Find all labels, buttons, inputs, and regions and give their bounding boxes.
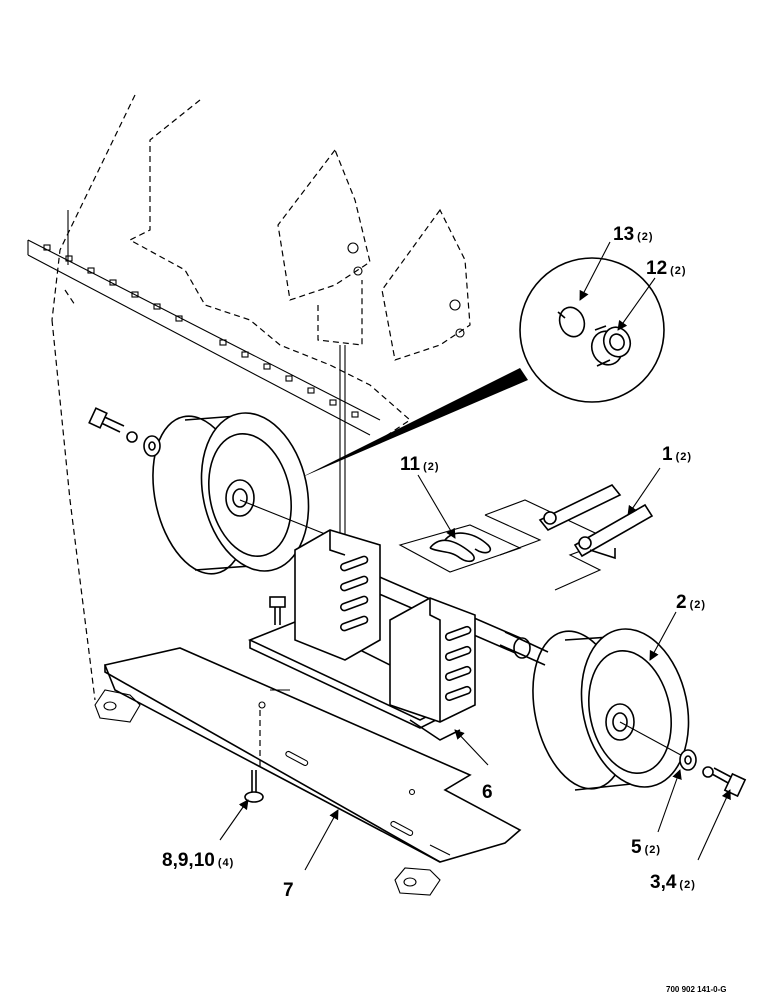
rail-slots	[43, 244, 359, 418]
left-bolt	[88, 407, 161, 457]
bushing	[590, 325, 632, 367]
hairpin-clips	[398, 524, 522, 573]
right-bracket-slots	[444, 625, 472, 702]
mounting-feet	[94, 689, 441, 896]
callout-3-4: 3,4(2)	[650, 872, 696, 893]
phantom-plates	[277, 148, 471, 540]
drawing-number: 700 902 141-0-G	[666, 985, 727, 994]
skid-plate	[103, 647, 522, 863]
callout-12: 13(2)	[613, 224, 654, 245]
callout-8-9-10: 8,9,10(4)	[162, 850, 234, 871]
callout-6: 6	[482, 782, 493, 803]
right-bolt	[679, 749, 747, 798]
detail-magnifier	[300, 257, 665, 478]
left-bracket-slots	[340, 555, 369, 632]
callout-7: 7	[283, 880, 294, 901]
callout-2: 2(2)	[676, 592, 706, 613]
left-wheel	[152, 412, 341, 575]
snap-ring	[557, 306, 586, 338]
right-wheel	[532, 628, 691, 791]
callout-11: 11(2)	[400, 454, 440, 475]
phantom-frame	[27, 94, 411, 701]
callout-13: 12(2)	[646, 258, 687, 279]
mounting-bolt	[244, 710, 264, 803]
pins	[484, 484, 654, 591]
callout-1: 1(2)	[662, 444, 692, 465]
wheel-bracket	[247, 529, 476, 741]
callout-5: 5(2)	[631, 837, 661, 858]
callout-leaders	[219, 241, 731, 871]
callout-labels: 13(2) 12(2) 11(2) 1(2) 2(2) 6 5(2) 3,4(2…	[162, 224, 706, 901]
